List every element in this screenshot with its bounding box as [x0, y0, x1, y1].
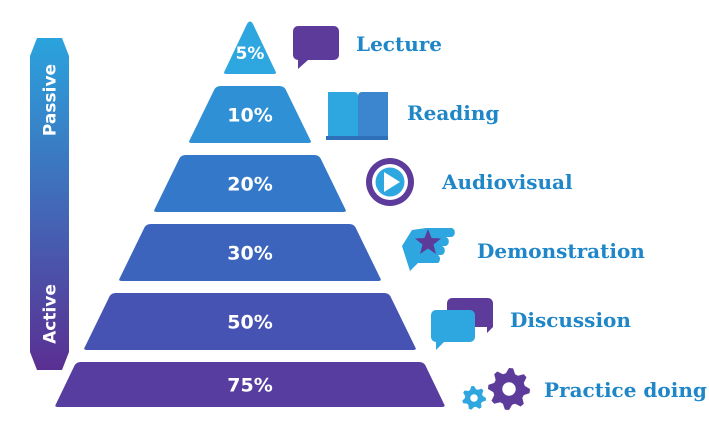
- percent-label: 5%: [236, 44, 265, 64]
- pyramid-band: [154, 155, 346, 212]
- pyramid-band: [223, 21, 277, 74]
- pyramid-level: 75%: [55, 362, 445, 407]
- passive-active-axis: Passive Active: [30, 38, 69, 370]
- level-icons: [293, 26, 530, 410]
- level-label: Discussion: [510, 308, 631, 332]
- percent-label: 20%: [227, 174, 272, 196]
- speech-bubble-icon: [293, 26, 339, 69]
- pyramid-level: 50%: [84, 293, 416, 350]
- percent-label: 50%: [227, 312, 272, 334]
- percent-label: 75%: [227, 375, 272, 397]
- percent-label: 10%: [227, 105, 272, 127]
- axis-top-label: Passive: [41, 64, 61, 136]
- pyramid-level: 30%: [119, 224, 381, 281]
- open-book-icon: [326, 92, 388, 140]
- axis-bar: [30, 38, 69, 370]
- pyramid-level: 5%: [223, 21, 277, 74]
- pyramid-level: 20%: [154, 155, 346, 212]
- play-button-icon: [366, 158, 414, 206]
- level-label: Lecture: [356, 32, 442, 56]
- level-label: Reading: [407, 101, 499, 125]
- pyramid-level: 10%: [189, 86, 311, 143]
- level-label: Practice doing: [544, 378, 707, 402]
- percent-label: 30%: [227, 243, 272, 265]
- pyramid-band: [84, 293, 416, 350]
- level-labels: LectureReadingAudiovisualDemonstrationDi…: [356, 32, 707, 402]
- gears-icon: [462, 368, 530, 410]
- level-label: Demonstration: [477, 239, 645, 263]
- chat-bubbles-icon: [431, 298, 493, 350]
- pyramid-band: [189, 86, 311, 143]
- pyramid: 5% 10% 20% 30% 50% 75%: [55, 21, 445, 407]
- pyramid-band: [55, 362, 445, 407]
- level-label: Audiovisual: [441, 170, 573, 194]
- axis-bottom-label: Active: [41, 284, 61, 344]
- hand-star-icon: [402, 228, 455, 271]
- pyramid-band: [119, 224, 381, 281]
